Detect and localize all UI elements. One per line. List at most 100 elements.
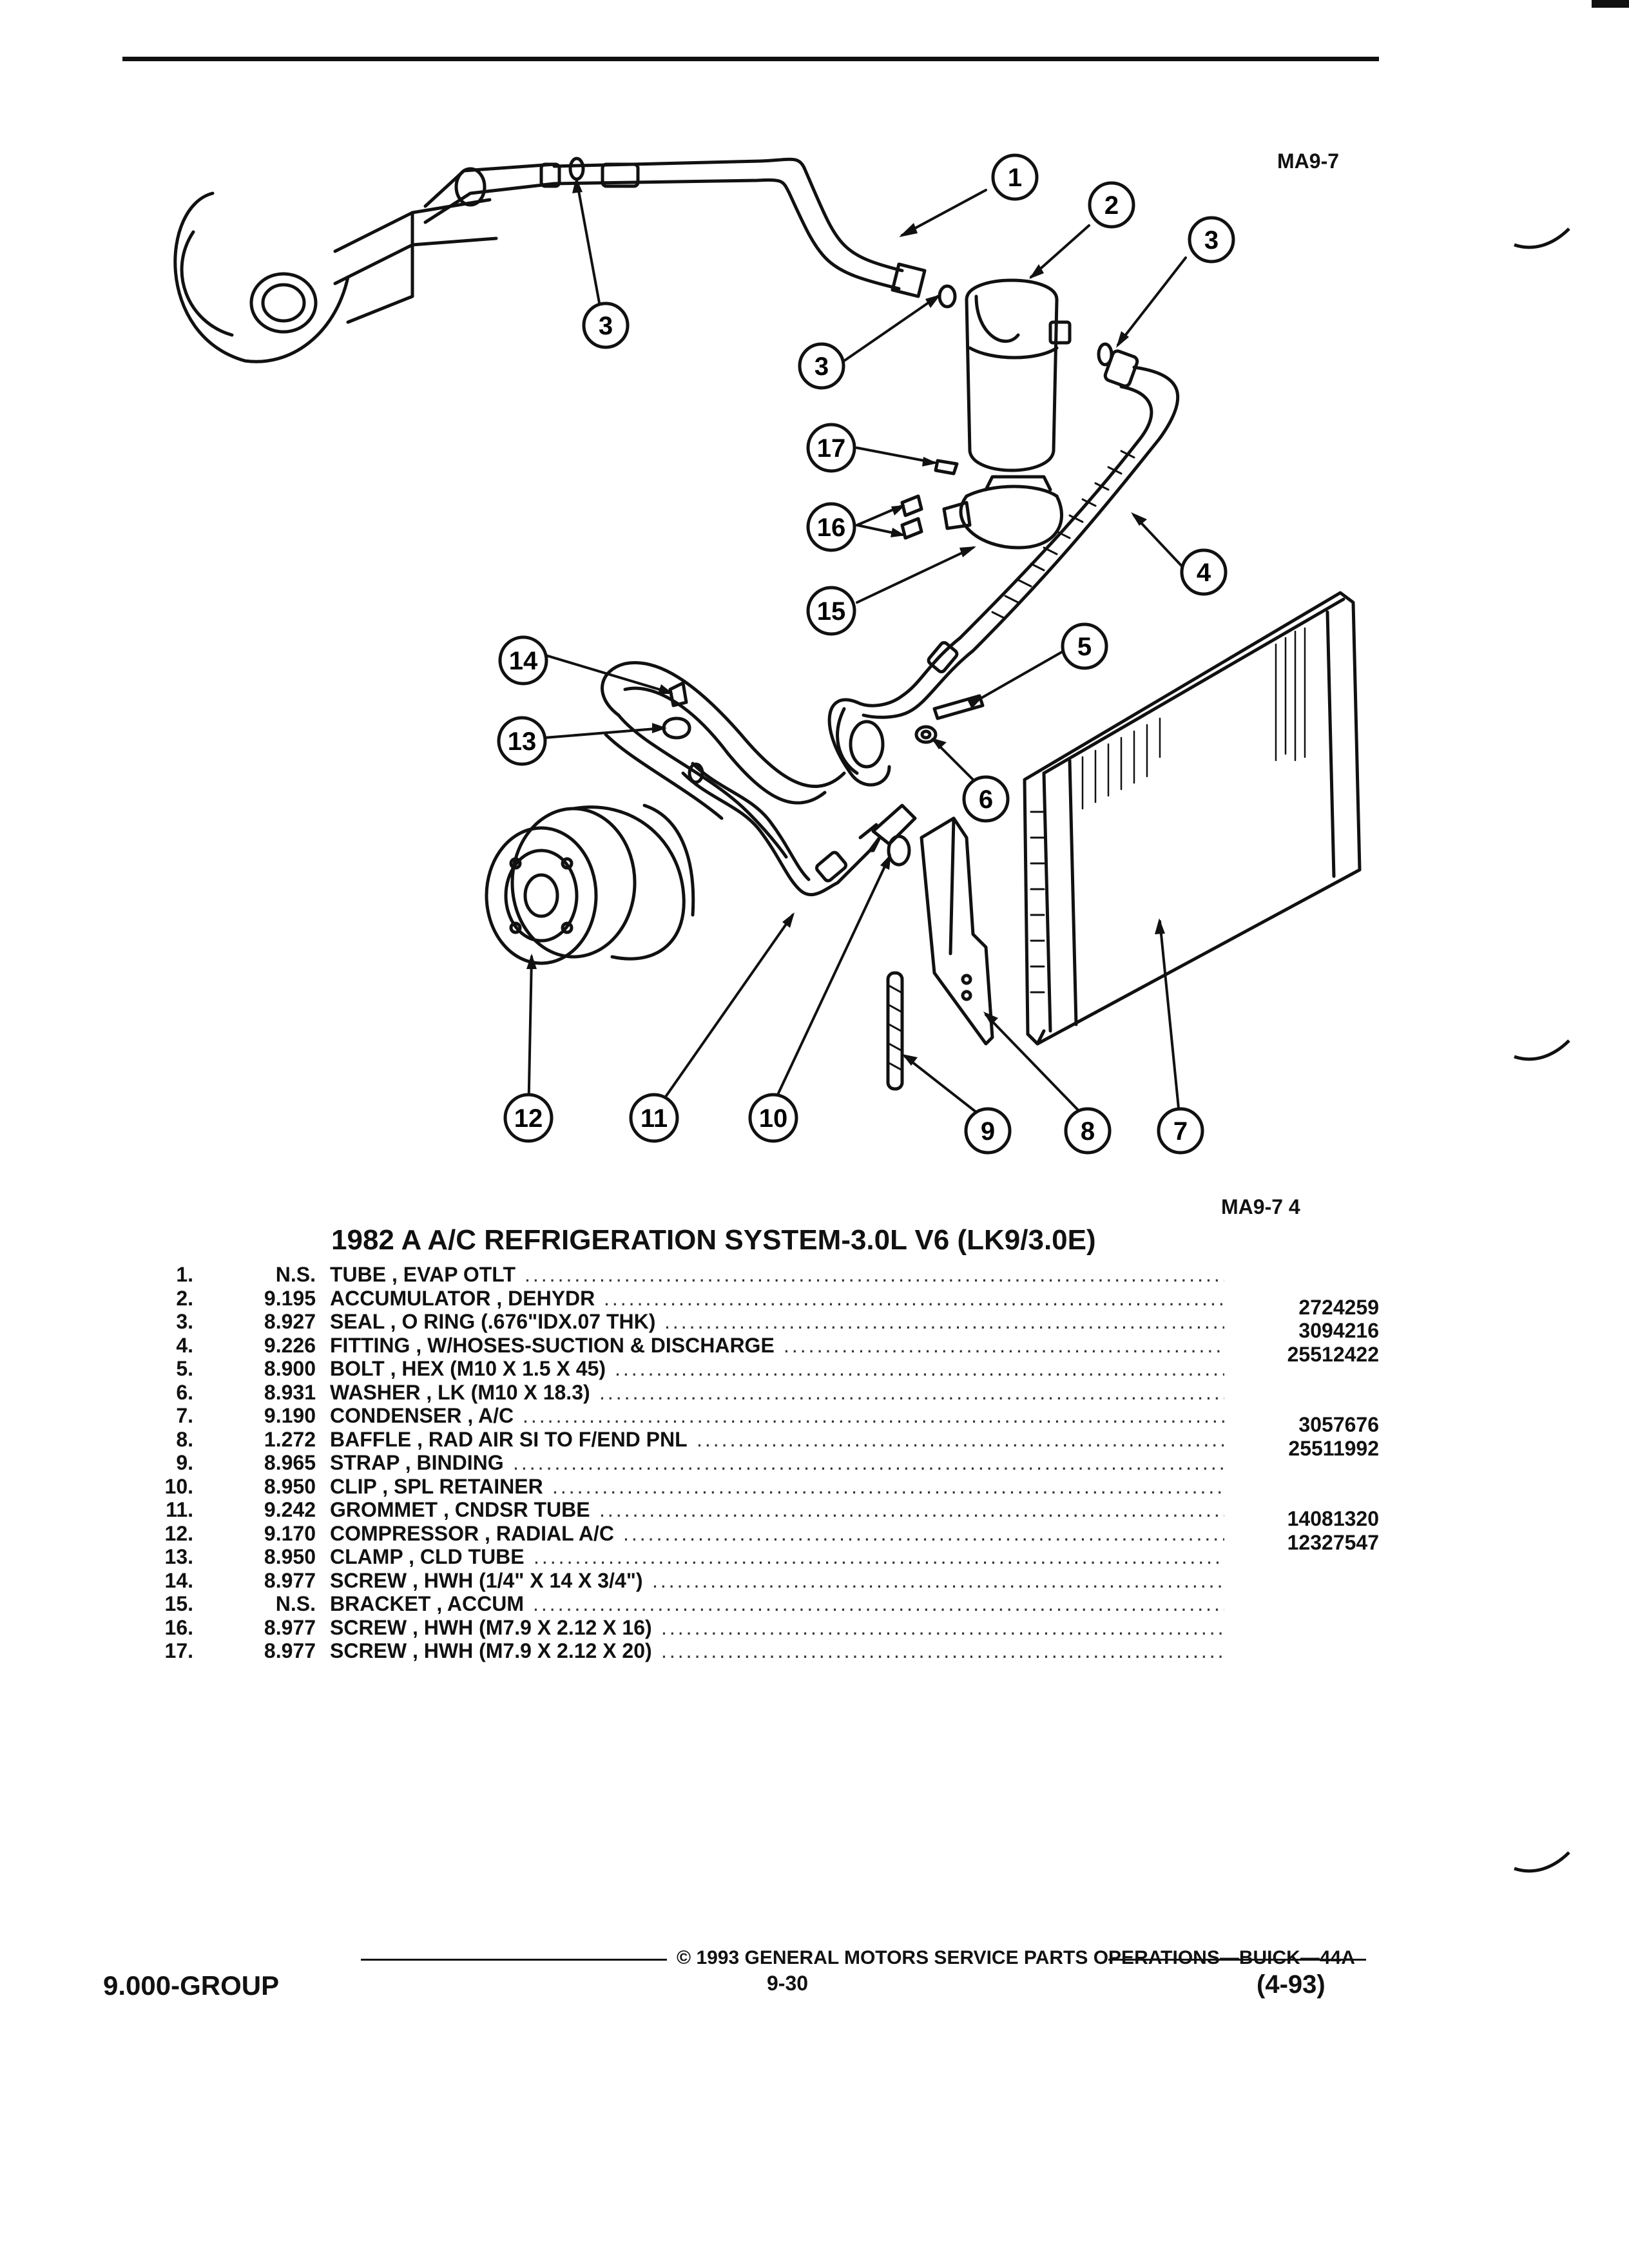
baffle-illustration: [920, 816, 994, 1046]
edge-mark-1: [1514, 227, 1570, 249]
item-number: 13.: [164, 1545, 193, 1568]
part-description: CONDENSER , A/C: [330, 1404, 514, 1427]
parts-list: 1.N.S.TUBE , EVAP OTLT..................…: [122, 1263, 1379, 1663]
svg-text:7: 7: [1173, 1117, 1188, 1146]
callout-3-right: 3: [1188, 216, 1235, 264]
item-number: 16.: [164, 1615, 193, 1639]
svg-text:2: 2: [1104, 191, 1119, 220]
group-number: 8.950: [264, 1545, 316, 1568]
compressor-hose-illustration: [601, 661, 846, 859]
group-number: 1.272: [264, 1427, 316, 1451]
part-number: 12327547: [1287, 1530, 1379, 1554]
evap-outlet-tube-illustration: [539, 157, 927, 298]
item-number: 12.: [164, 1521, 193, 1545]
svg-text:3: 3: [1204, 226, 1219, 255]
part-description: STRAP , BINDING: [330, 1451, 504, 1474]
svg-text:1: 1: [1008, 164, 1022, 192]
svg-text:4: 4: [1197, 559, 1211, 587]
callout-12: 12: [503, 1093, 554, 1143]
edge-mark-2: [1514, 1039, 1570, 1061]
leader-lines: [527, 179, 1187, 1119]
leader-dots: ........................................…: [533, 1592, 1224, 1615]
item-number: 10.: [164, 1474, 193, 1498]
svg-text:8: 8: [1081, 1117, 1095, 1146]
part-description: BRACKET , ACCUM: [330, 1592, 525, 1615]
group-number: 8.977: [264, 1568, 316, 1592]
accumulator-bracket-illustration: [942, 475, 1063, 550]
group-number: 8.900: [264, 1357, 316, 1380]
condenser-tube-illustration: [681, 762, 882, 897]
svg-text:3: 3: [599, 312, 613, 340]
figure-code-top: MA9-7: [1277, 149, 1340, 173]
part-description: BOLT , HEX (M10 X 1.5 X 45): [330, 1357, 606, 1380]
svg-text:5: 5: [1077, 633, 1092, 661]
callout-11: 11: [629, 1093, 679, 1143]
top-rule: [122, 57, 1379, 61]
part-description: COMPRESSOR , RADIAL A/C: [330, 1521, 614, 1545]
item-number: 7.: [176, 1404, 193, 1427]
item-number: 1.: [176, 1263, 193, 1286]
part-number: 3057676: [1298, 1413, 1379, 1436]
callout-3-center: 3: [798, 342, 845, 390]
callout-1: 1: [991, 153, 1039, 201]
edge-mark-3: [1514, 1851, 1570, 1873]
compressor-illustration: [485, 803, 695, 965]
svg-text:15: 15: [817, 597, 846, 626]
part-description: WASHER , LK (M10 X 18.3): [330, 1380, 590, 1404]
callout-13: 13: [497, 716, 547, 766]
part-description: CLIP , SPL RETAINER: [330, 1474, 543, 1498]
svg-text:13: 13: [508, 727, 537, 756]
svg-text:11: 11: [641, 1104, 668, 1133]
callout-17: 17: [806, 423, 856, 473]
callout-2: 2: [1088, 181, 1135, 229]
leader-dots: ........................................…: [513, 1451, 1224, 1474]
callout-4: 4: [1180, 548, 1228, 596]
group-number: 8.977: [264, 1639, 316, 1662]
group-number: N.S.: [275, 1263, 316, 1286]
part-number: 3094216: [1298, 1319, 1379, 1342]
callout-10: 10: [748, 1093, 798, 1143]
part-number: 14081320: [1287, 1507, 1379, 1530]
leader-dots: ........................................…: [599, 1380, 1224, 1404]
group-number: 8.977: [264, 1615, 316, 1639]
item-number: 4.: [176, 1333, 193, 1357]
part-number: 25511992: [1288, 1436, 1379, 1460]
callout-3-left: 3: [582, 302, 630, 349]
condenser-illustration: [1023, 591, 1362, 1046]
footer-copyright: © 1993 GENERAL MOTORS SERVICE PARTS OPER…: [677, 1947, 1355, 1968]
parts-row: 6. 8.931 WASHER , LK (M10 X 18.3).........…: [122, 1381, 1379, 1405]
clip-illustration: [871, 803, 917, 867]
callout-7: 7: [1157, 1107, 1204, 1155]
leader-dots: ........................................…: [661, 1639, 1224, 1662]
group-number: 9.190: [264, 1404, 316, 1427]
item-number: 17.: [164, 1639, 193, 1662]
part-number: 2724259: [1298, 1295, 1379, 1319]
footer-date: (4-93): [1257, 1970, 1325, 1999]
parts-row: 15.N.S.BRACKET , ACCUM..................…: [122, 1592, 1379, 1616]
svg-text:14: 14: [509, 647, 538, 675]
leader-dots: ........................................…: [525, 1263, 1224, 1286]
item-number: 14.: [164, 1568, 193, 1592]
leader-dots: ........................................…: [604, 1286, 1224, 1310]
group-number: 9.195: [264, 1286, 316, 1310]
leader-dots: ........................................…: [615, 1357, 1224, 1380]
part-description: FITTING , W/HOSES-SUCTION & DISCHARGE: [330, 1333, 775, 1357]
item-number: 6.: [176, 1380, 193, 1404]
part-description: SCREW , HWH (1/4" X 14 X 3/4"): [330, 1568, 643, 1592]
engine-assembly-illustration: [173, 162, 556, 363]
item-number: 3.: [176, 1310, 193, 1333]
arrowheads: [526, 177, 1165, 1066]
group-number: 8.931: [264, 1380, 316, 1404]
